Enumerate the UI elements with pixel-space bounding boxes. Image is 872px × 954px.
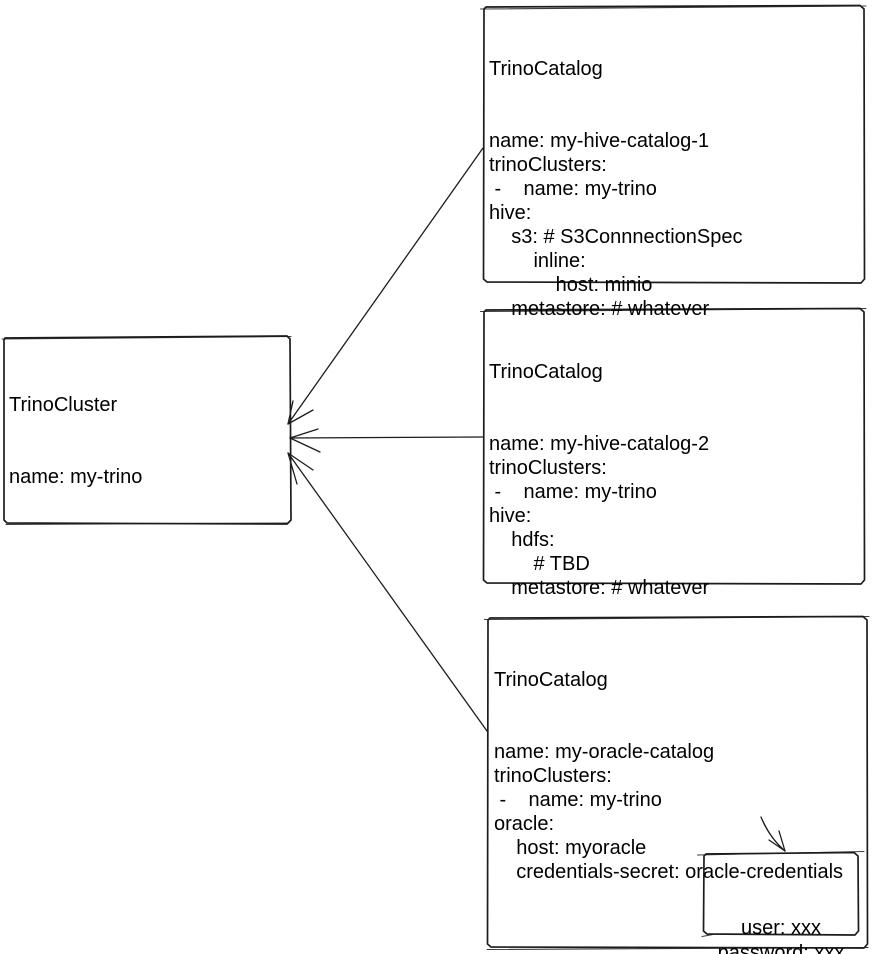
secret-pointer-arrow	[760, 816, 786, 852]
catalog-2-yaml: name: my-hive-catalog-2 trinoClusters: -…	[489, 433, 710, 599]
sketch-stroke	[701, 933, 714, 938]
trino-cluster-box: TrinoCluster name: my-trino	[9, 345, 142, 537]
arrowhead	[289, 437, 321, 453]
catalog-box-2: TrinoCatalog name: my-hive-catalog-2 tri…	[489, 312, 709, 648]
box-border	[482, 4, 866, 284]
arrowhead	[287, 409, 314, 425]
connector-catalog2-to-cluster	[289, 428, 484, 453]
catalog-box-2-outline	[479, 307, 867, 585]
catalog-2-type-label: TrinoCatalog	[489, 361, 603, 383]
sketch-stroke	[762, 820, 784, 850]
arrowhead	[287, 452, 298, 485]
arrowhead	[778, 830, 786, 852]
cluster-yaml: name: my-trino	[9, 466, 143, 488]
sketch-stroke	[486, 946, 869, 951]
catalog-box-1: TrinoCatalog name: my-hive-catalog-1 tri…	[489, 9, 743, 369]
secret-box: user: xxx password: xxx	[704, 866, 858, 954]
secret-box-outline	[696, 850, 865, 938]
arrowhead	[768, 839, 786, 852]
connector-catalog1-to-cluster	[287, 147, 484, 425]
box-border	[702, 851, 860, 936]
connector-line	[287, 452, 488, 732]
trino-cluster-box-outline	[1, 335, 292, 526]
catalog-box-3: TrinoCatalog name: my-oracle-catalog tri…	[494, 620, 843, 932]
secret-yaml: user: xxx password: xxx	[717, 917, 845, 954]
catalog-3-yaml: name: my-oracle-catalog trinoClusters: -…	[494, 741, 844, 883]
connector-catalog3-to-cluster	[287, 452, 488, 732]
connector-line	[287, 147, 484, 425]
arrowhead	[287, 400, 294, 425]
sketch-stroke	[483, 615, 870, 621]
arrowhead	[289, 428, 319, 439]
sketch-stroke	[1, 335, 292, 340]
catalog-1-yaml: name: my-hive-catalog-1 trinoClusters: -…	[489, 130, 743, 320]
sketch-stroke	[5, 522, 290, 526]
sketch-stroke	[696, 850, 865, 856]
catalog-1-type-label: TrinoCatalog	[489, 58, 603, 80]
arrowhead	[287, 452, 314, 471]
box-border	[482, 307, 866, 585]
catalog-box-1-outline	[479, 4, 867, 284]
connector-line	[289, 436, 484, 439]
sketch-stroke	[479, 5, 867, 10]
cluster-type-label: TrinoCluster	[9, 394, 118, 416]
sketch-stroke	[479, 307, 867, 313]
catalog-3-type-label: TrinoCatalog	[494, 669, 608, 691]
